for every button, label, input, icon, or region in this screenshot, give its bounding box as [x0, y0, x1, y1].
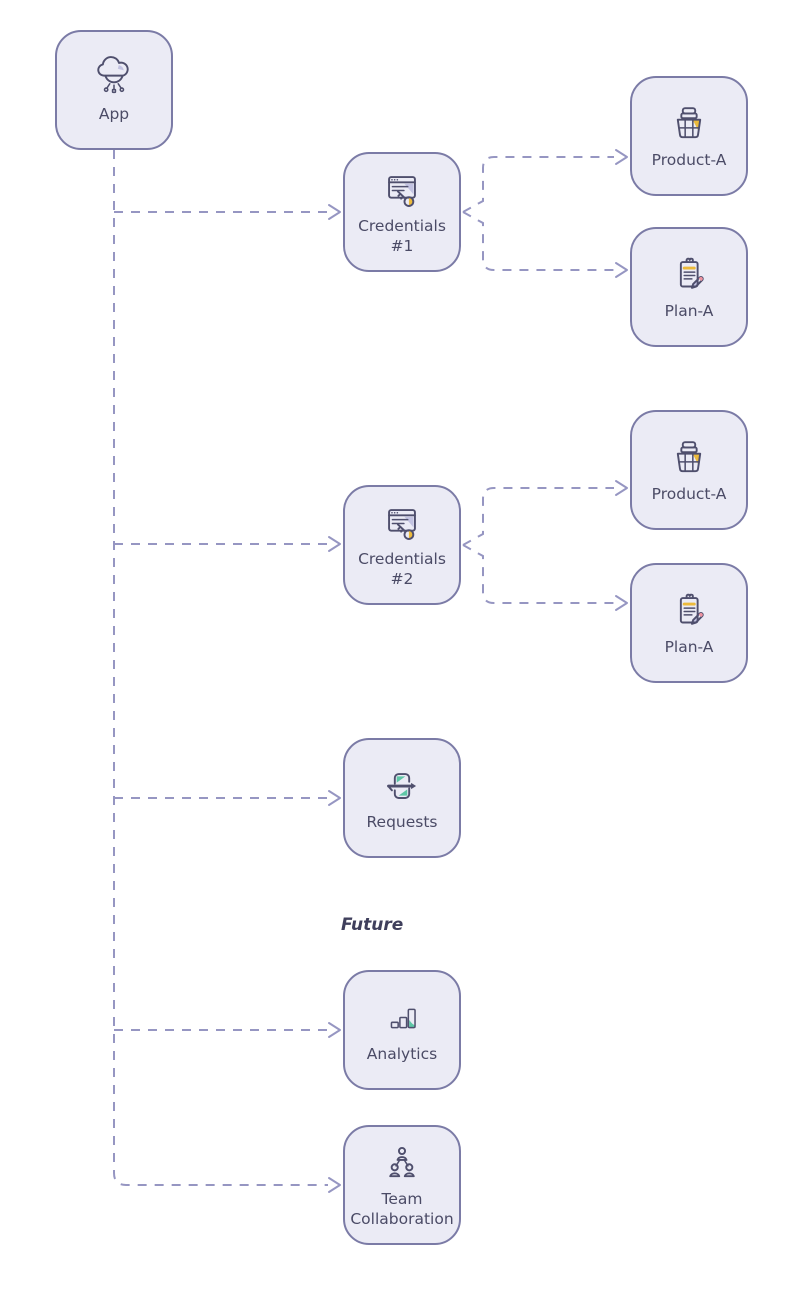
- node-label: Credentials #1: [358, 217, 446, 255]
- node-label: Product-A: [651, 485, 727, 504]
- node-analytics: Analytics: [343, 970, 461, 1090]
- arrowhead: [328, 204, 341, 220]
- plan-clipboard-icon: [666, 588, 712, 634]
- connector-app-trunk: [113, 150, 328, 1186]
- team-collaboration-icon: [379, 1140, 425, 1186]
- arrowhead: [328, 1022, 341, 1038]
- arrowhead: [328, 790, 341, 806]
- arrowhead: [328, 536, 341, 552]
- arrowhead: [615, 595, 628, 611]
- plan-clipboard-icon: [666, 252, 712, 298]
- node-plan-a-2: Plan-A: [630, 563, 748, 683]
- node-plan-a-1: Plan-A: [630, 227, 748, 347]
- node-label: Team Collaboration: [350, 1190, 454, 1228]
- browser-key-icon: [379, 167, 425, 213]
- connector-credentials2-product: [462, 487, 614, 546]
- node-product-a-1: Product-A: [630, 76, 748, 196]
- node-label: Plan-A: [664, 638, 714, 657]
- connector-credentials2-plan: [462, 544, 614, 604]
- browser-key-icon: [379, 500, 425, 546]
- analytics-bars-icon: [379, 995, 425, 1041]
- cloud-app-icon: [91, 55, 137, 101]
- product-basket-icon: [666, 101, 712, 147]
- node-product-a-2: Product-A: [630, 410, 748, 530]
- node-team-collaboration: Team Collaboration: [343, 1125, 461, 1245]
- product-basket-icon: [666, 435, 712, 481]
- future-section-label: Future: [341, 915, 404, 935]
- node-app: App: [55, 30, 173, 150]
- connector-credentials1-plan: [462, 211, 614, 271]
- arrowhead: [328, 1177, 341, 1193]
- arrowhead: [615, 480, 628, 496]
- node-label: Credentials #2: [358, 550, 446, 588]
- node-requests: Requests: [343, 738, 461, 858]
- node-label: Analytics: [366, 1045, 438, 1064]
- node-label: Requests: [366, 813, 438, 832]
- arrowhead: [615, 149, 628, 165]
- connector-credentials1-product: [462, 156, 614, 213]
- node-label: Product-A: [651, 151, 727, 170]
- node-label: App: [98, 105, 130, 124]
- node-credentials-2: Credentials #2: [343, 485, 461, 605]
- node-label: Plan-A: [664, 302, 714, 321]
- requests-sync-icon: [379, 763, 425, 809]
- arrowhead: [615, 262, 628, 278]
- node-credentials-1: Credentials #1: [343, 152, 461, 272]
